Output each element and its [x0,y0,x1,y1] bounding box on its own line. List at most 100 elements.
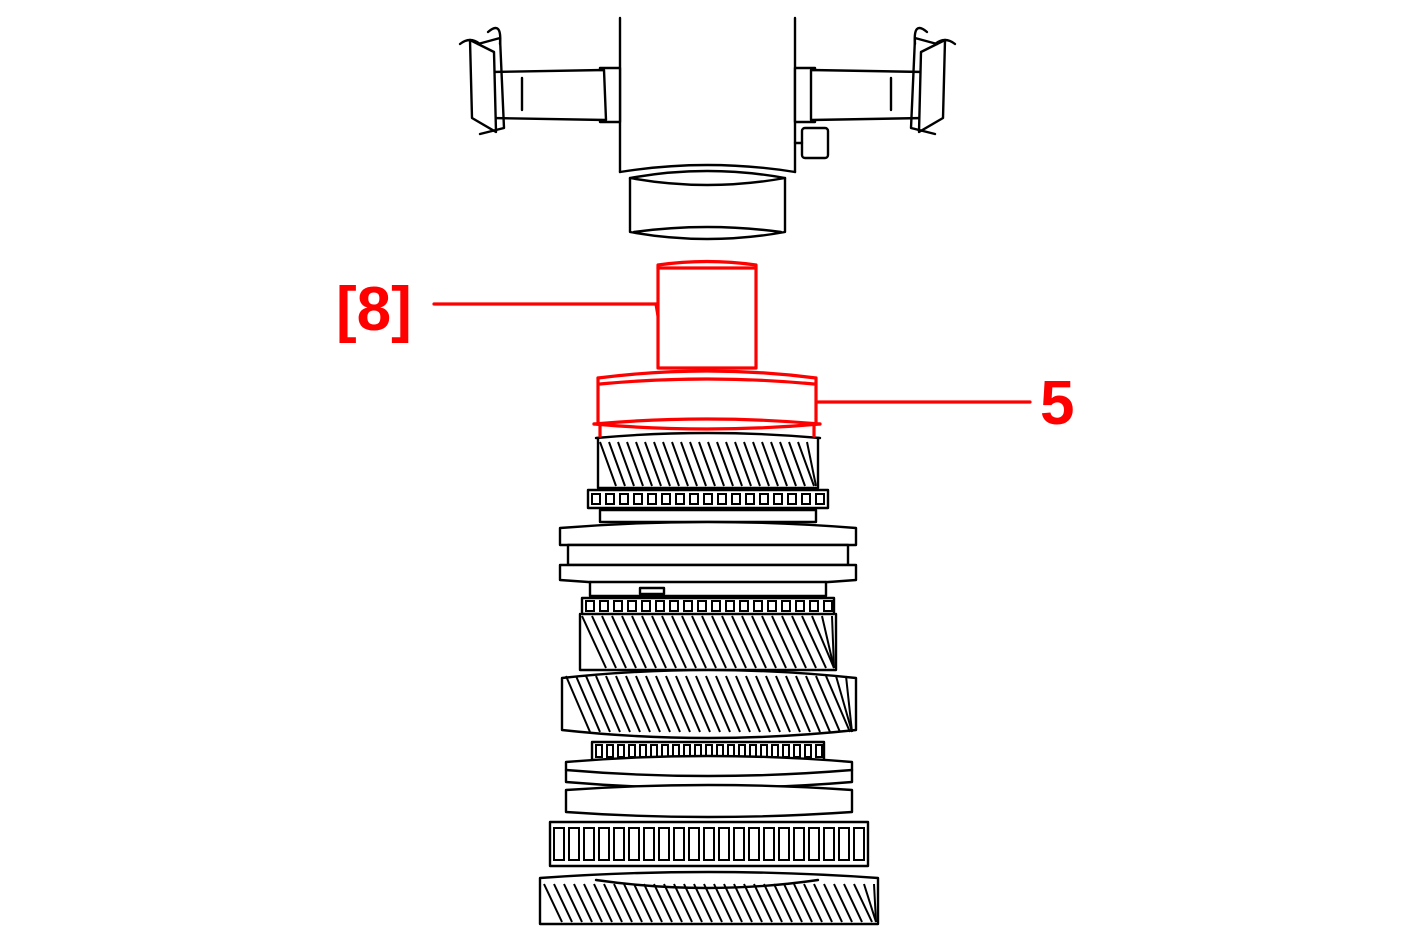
gear-tooth [725,441,743,487]
gear-tooth [793,744,801,758]
gear-shaft-assembly [538,431,880,926]
gear-tooth [845,675,853,733]
gear-tooth [619,493,629,505]
gear-tooth [680,441,698,487]
gear-tooth [707,441,725,487]
gear-tooth [791,615,817,669]
gear-tooth [755,675,781,733]
gear-tooth [793,827,805,861]
gear-tooth [761,441,779,487]
middle-helical-gear [578,612,838,672]
gear-tooth [641,615,667,669]
gear-tooth [770,441,788,487]
gear-tooth [613,600,623,612]
gear-tooth [781,615,807,669]
gear-tooth [585,600,595,612]
tool-highlight [656,259,758,370]
dog-ring-middle [580,596,836,616]
gear-tooth [823,827,835,861]
gear-tooth [787,493,797,505]
gear-tooth [585,675,611,733]
gear-tooth [615,675,641,733]
gear-tooth [815,675,841,733]
gear-tooth [752,441,770,487]
gear-tooth [713,883,733,923]
gear-tooth [573,883,593,923]
gear-tooth [653,441,671,487]
gear-tooth [635,675,661,733]
gear-tooth [748,827,760,861]
gear-tooth [751,615,777,669]
gear-tooth [695,675,721,733]
gear-tooth [605,675,631,733]
gear-tooth [563,883,583,923]
gear-tooth [671,441,689,487]
part-callout-label: 5 [1040,369,1074,438]
gear-tooth [665,675,691,733]
gear-tooth [711,600,721,612]
gear-tooth [835,675,853,733]
gear-tooth [671,615,697,669]
gear-tooth [863,883,877,923]
gear-tooth [683,883,703,923]
gear-tooth [553,827,565,861]
spline-ring [590,740,826,762]
gear-tooth [626,441,644,487]
gear-tooth [617,441,635,487]
helical-teeth-middle [581,615,835,669]
gear-tooth [581,615,607,669]
gear-tooth [753,600,763,612]
gear-tooth [759,493,769,505]
gear-tooth [725,600,735,612]
gear-tooth [815,744,823,758]
gear-tooth [608,441,626,487]
gear-tooth [808,827,820,861]
bearing-highlight [592,369,822,438]
gear-tooth [804,744,812,758]
gear-tooth [599,600,609,612]
helical-teeth-large [565,675,853,733]
gear-tooth [633,883,653,923]
gear-tooth [703,493,713,505]
gear-tooth [745,675,771,733]
gear-tooth [806,441,817,487]
gear-tooth [731,615,757,669]
gear-tooth [689,441,707,487]
gear-tooth [823,883,843,923]
press-ram [618,16,830,241]
gear-tooth [821,615,835,669]
gear-tooth [568,827,580,861]
gear-tooth [621,615,647,669]
gear-tooth [669,600,679,612]
gear-tooth [635,441,653,487]
gear-tooth [711,615,737,669]
spur-teeth [553,827,865,861]
gear-tooth [778,827,790,861]
gear-tooth [779,441,797,487]
gear-tooth [543,883,563,923]
gear-tooth [583,827,595,861]
gear-tooth [655,675,681,733]
gear-tooth [644,441,662,487]
gear-tooth [575,675,601,733]
gear-tooth [627,600,637,612]
gear-tooth [617,744,625,758]
gear-tooth [735,675,761,733]
gear-tooth [773,883,793,923]
gear-tooth [795,600,805,612]
gear-tooth [689,493,699,505]
gear-tooth [718,827,730,861]
gear-tooth [733,827,745,861]
gear-tooth [675,675,701,733]
gear-tooth [683,600,693,612]
gear-tooth [745,493,755,505]
gear-tooth [843,883,863,923]
gear-tooth [785,675,811,733]
gear-tooth [763,827,775,861]
gear-tooth [739,600,749,612]
gear-tooth [703,883,723,923]
gear-tooth [701,615,727,669]
gear-tooth [775,675,801,733]
gear-tooth [661,493,671,505]
